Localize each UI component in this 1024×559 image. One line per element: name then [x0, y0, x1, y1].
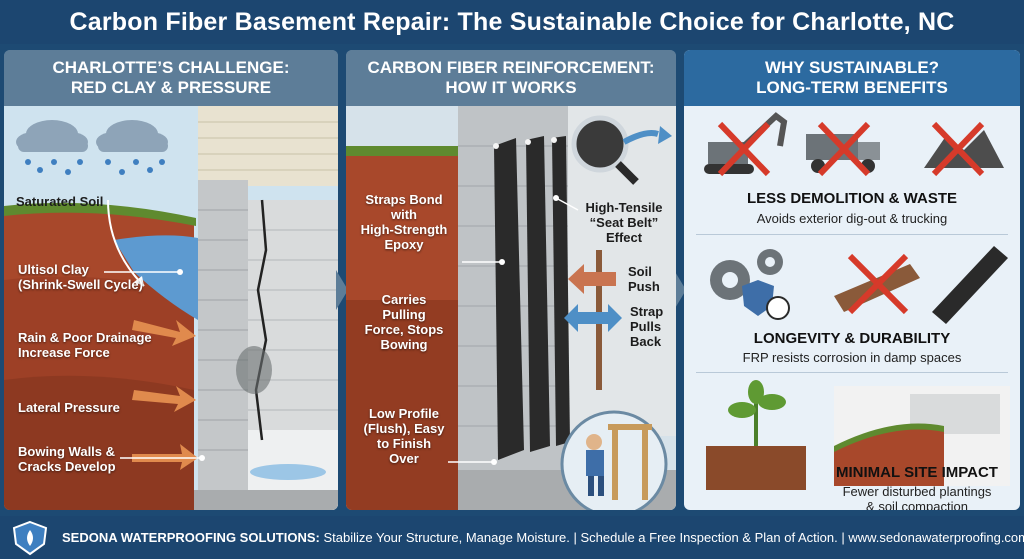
label-straps-line3: High-Strength: [360, 222, 448, 237]
label-strap-line1: Strap: [630, 304, 664, 319]
gears-icon: [710, 249, 783, 300]
divider: [696, 372, 1008, 373]
label-ultisol-line1: Ultisol Clay: [18, 262, 89, 277]
benefits-heading-line2: LONG-TERM BENEFITS: [756, 78, 948, 97]
how-heading: CARBON FIBER REINFORCEMENT: HOW IT WORKS: [346, 50, 676, 106]
water-stain: [236, 346, 272, 394]
rain-cloud-icon: [16, 120, 88, 152]
page-title: Carbon Fiber Basement Repair: The Sustai…: [69, 7, 955, 36]
label-strap-line2: Pulls: [630, 319, 662, 334]
label-strap-pulls: Strap Pulls Back: [630, 304, 663, 349]
footer-company: SEDONA WATERPROOFING SOLUTIONS:: [62, 530, 320, 545]
label-tensile-line3: Effect: [605, 230, 643, 245]
shield-icon: [742, 280, 774, 316]
soil-push-arrow-icon: [568, 264, 616, 294]
carbon-fiber-strap: [494, 136, 570, 460]
strap-pull-arrow-icon: [564, 304, 622, 332]
challenge-panel: CHARLOTTE’S CHALLENGE: RED CLAY & PRESSU…: [4, 50, 338, 510]
label-ultisol-clay: Ultisol Clay (Shrink-Swell Cycle): [18, 262, 143, 292]
label-bowing-walls: Bowing Walls & Cracks Develop: [18, 444, 116, 474]
benefits-heading: WHY SUSTAINABLE? LONG-TERM BENEFITS: [684, 50, 1020, 106]
wall-framing: [608, 424, 652, 500]
label-low-profile: Low Profile (Flush), Easy to Finish Over: [352, 406, 456, 466]
label-rain-drainage: Rain & Poor Drainage Increase Force: [18, 330, 152, 360]
benefit-subtitle-1: Avoids exterior dig-out & trucking: [756, 211, 948, 226]
label-saturated-soil: Saturated Soil: [16, 194, 104, 209]
pressure-arrow-icon: [132, 320, 198, 470]
divider: [696, 234, 1008, 235]
benefit-title-1: LESS DEMOLITION & WASTE: [746, 190, 957, 207]
label-bowing-line2: Cracks Develop: [18, 459, 116, 474]
label-carries-line2: Pulling: [382, 307, 426, 322]
rain-drops-icon: [25, 159, 165, 175]
benefit-subtitle-3a: Fewer disturbed plantings: [842, 484, 992, 499]
label-low-line4: Over: [389, 451, 419, 466]
chevron-right-icon: [674, 270, 686, 310]
footer-text: SEDONA WATERPROOFING SOLUTIONS: Stabiliz…: [62, 530, 1024, 545]
label-tensile-line1: High-Tensile: [585, 200, 663, 215]
challenge-heading-line1: CHARLOTTE’S CHALLENGE:: [52, 58, 290, 77]
benefits-illustration: [704, 112, 1010, 490]
challenge-heading-line2: RED CLAY & PRESSURE: [70, 78, 272, 97]
how-it-works-panel: CARBON FIBER REINFORCEMENT: HOW IT WORKS…: [346, 50, 676, 510]
label-tensile-line2: “Seat Belt”: [589, 215, 659, 230]
label-straps-line4: Epoxy: [384, 237, 424, 252]
water-flow-arrow-icon: [107, 199, 145, 287]
benefits-panel: WHY SUSTAINABLE? LONG-TERM BENEFITS: [684, 50, 1020, 510]
label-soil-push: Soil Push: [628, 264, 660, 294]
clock-icon: [766, 296, 790, 320]
benefit-title-3: MINIMAL SITE IMPACT: [836, 464, 998, 481]
challenge-heading: CHARLOTTE’S CHALLENGE: RED CLAY & PRESSU…: [4, 50, 338, 106]
label-carries-line1: Carries: [381, 292, 427, 307]
debris-pile-icon: [924, 130, 1004, 168]
challenge-illustration: [4, 106, 338, 510]
label-straps-line2: with: [391, 207, 417, 222]
benefit-subtitle-3b: & soil compaction: [866, 499, 968, 510]
label-lateral-pressure: Lateral Pressure: [18, 400, 120, 415]
label-rain-line2: Increase Force: [18, 345, 110, 360]
carbon-strip-icon: [932, 246, 1008, 324]
title-bar: Carbon Fiber Basement Repair: The Sustai…: [0, 0, 1024, 44]
benefit-subtitle-2: FRP resists corrosion in damp spaces: [742, 350, 962, 365]
how-heading-line2: HOW IT WORKS: [445, 78, 577, 97]
footer-bar: [0, 516, 1024, 559]
label-straps-line1: Straps Bond: [365, 192, 443, 207]
label-rain-line1: Rain & Poor Drainage: [18, 330, 152, 345]
arrow-right-icon: [622, 130, 659, 145]
cross-out-icon: [717, 121, 985, 177]
cross-out-icon: [847, 253, 909, 315]
company-shield-icon: [12, 520, 48, 556]
label-low-line3: to Finish: [376, 436, 432, 451]
label-high-tensile: High-Tensile “Seat Belt” Effect: [574, 200, 674, 245]
label-strap-line3: Back: [630, 334, 662, 349]
label-low-line2: (Flush), Easy: [363, 421, 445, 436]
label-soil-line2: Push: [628, 279, 660, 294]
label-straps-bond: Straps Bond with High-Strength Epoxy: [352, 192, 456, 252]
wall-crack: [254, 199, 268, 441]
footer-tagline: Stabilize Your Structure, Manage Moistur…: [319, 530, 1024, 545]
label-soil-line1: Soil: [628, 264, 652, 279]
rain-cloud-icon: [96, 120, 168, 152]
label-carries-force: Carries Pulling Force, Stops Bowing: [352, 292, 456, 352]
benefits-heading-line1: WHY SUSTAINABLE?: [764, 58, 940, 77]
label-bowing-line1: Bowing Walls &: [18, 444, 116, 459]
how-it-works-illustration: [346, 106, 676, 510]
label-carries-line3: Force, Stops: [364, 322, 444, 337]
water-puddle: [250, 464, 326, 480]
label-carries-line4: Bowing: [380, 337, 428, 352]
label-ultisol-line2: (Shrink-Swell Cycle): [18, 277, 143, 292]
house-foundation-icon: [834, 386, 1010, 486]
benefit-title-2: LONGEVITY & DURABILITY: [753, 330, 951, 347]
label-low-line1: Low Profile: [368, 406, 440, 421]
plant-icon: [706, 380, 806, 490]
how-heading-line1: CARBON FIBER REINFORCEMENT:: [367, 58, 655, 77]
chevron-right-icon: [336, 270, 348, 310]
